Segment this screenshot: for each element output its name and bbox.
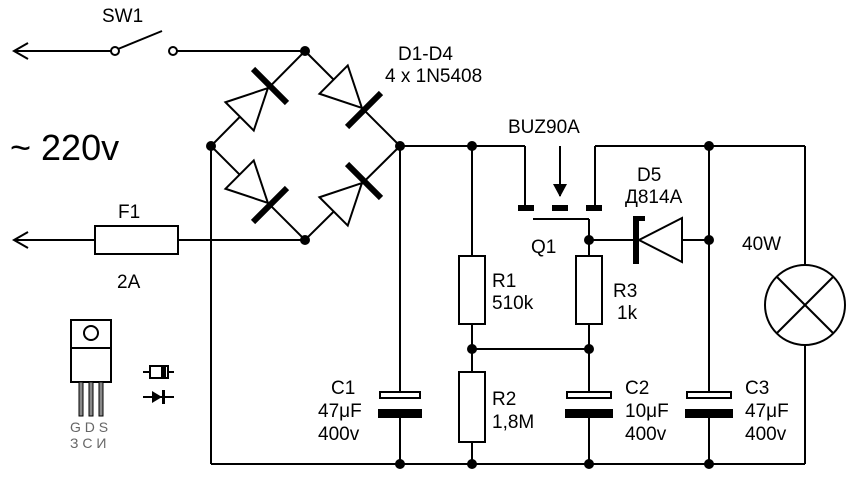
label-r2: R2 [492,389,516,410]
bridge-diodes [223,63,384,228]
capacitor-c1 [378,391,422,418]
label-r1-value: 510k [492,293,534,314]
diode-package-icon [143,365,174,404]
label-c2-value: 10μF [625,401,669,422]
label-r1: R1 [492,271,516,292]
labels: SW1 D1-D4 4 x 1N5408 ~ 220v F1 2A BUZ90A… [10,6,789,451]
label-d1-d4-part: 4 x 1N5408 [385,66,482,87]
capacitor-c3 [685,391,733,418]
label-r3: R3 [613,281,637,302]
fuse-f1 [94,225,179,255]
diode-d2 [317,63,384,130]
label-pins-zsi: З С И [70,435,106,451]
junction-dots [206,46,714,469]
capacitor-c2 [565,391,613,418]
diode-d3 [223,158,290,225]
mosfet-q1 [518,146,602,240]
label-f1: F1 [118,202,140,223]
diode-d4 [317,161,384,228]
label-c3-value: 47μF [745,401,789,422]
wires [11,42,806,465]
diode-d1 [223,66,290,133]
lamp-40w [764,264,846,346]
label-r2-value: 1,8M [492,412,534,433]
to220-package-icon [70,319,112,417]
label-c2-voltage: 400v [625,424,667,445]
label-d5-part: Д814A [625,187,683,208]
label-c1-voltage: 400v [318,424,360,445]
resistor-r3 [575,255,603,325]
label-d1-d4: D1-D4 [398,44,453,65]
label-q1: Q1 [531,237,556,258]
label-c3: C3 [745,378,769,399]
label-c3-voltage: 400v [745,424,787,445]
zener-d5 [633,216,683,264]
label-d5: D5 [637,165,661,186]
switch-sw1 [110,30,178,56]
resistor-r1 [458,255,486,325]
label-buz90a: BUZ90A [508,117,580,138]
label-c1-value: 47μF [318,401,362,422]
label-mains-voltage: ~ 220v [10,127,119,168]
resistor-r2 [458,371,486,443]
label-c2: C2 [625,378,649,399]
label-c1: C1 [331,378,355,399]
label-r3-value: 1k [617,303,638,324]
label-pins-gds: G D S [70,419,108,435]
label-sw1: SW1 [102,6,143,27]
label-f1-value: 2A [117,272,141,293]
label-lamp: 40W [742,234,781,255]
